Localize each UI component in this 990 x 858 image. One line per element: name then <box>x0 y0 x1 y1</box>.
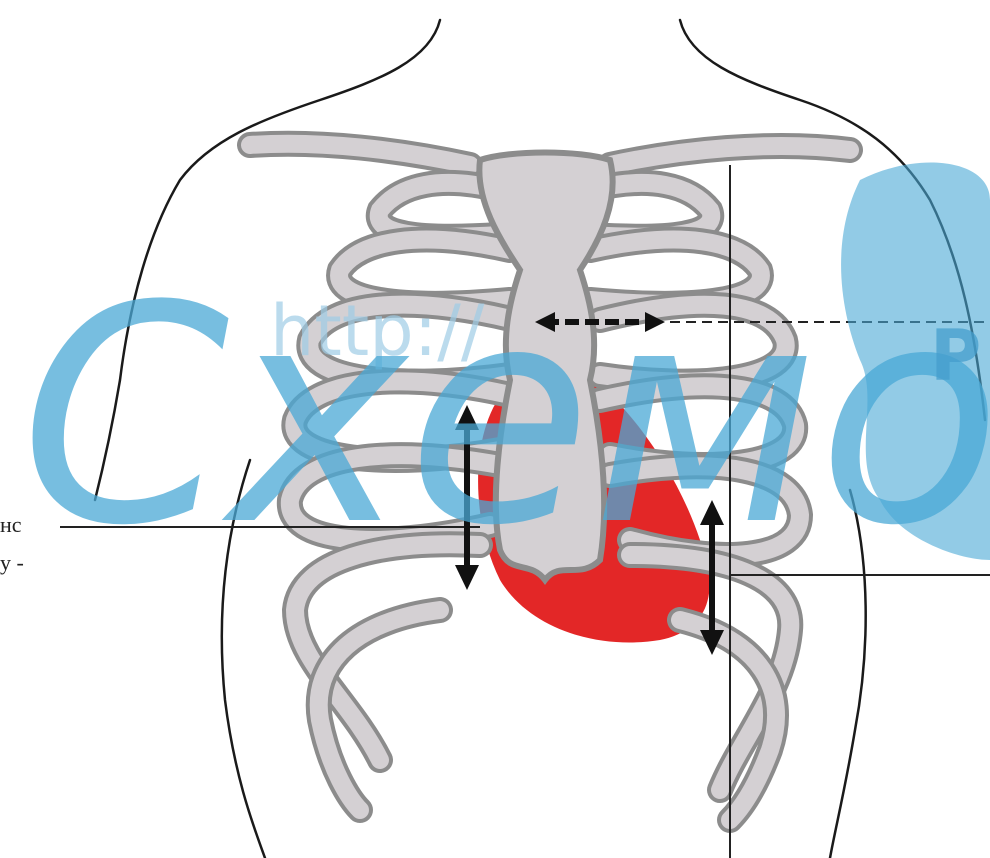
left-label-line1: нс <box>0 512 22 538</box>
left-label-line2: у - <box>0 550 24 576</box>
